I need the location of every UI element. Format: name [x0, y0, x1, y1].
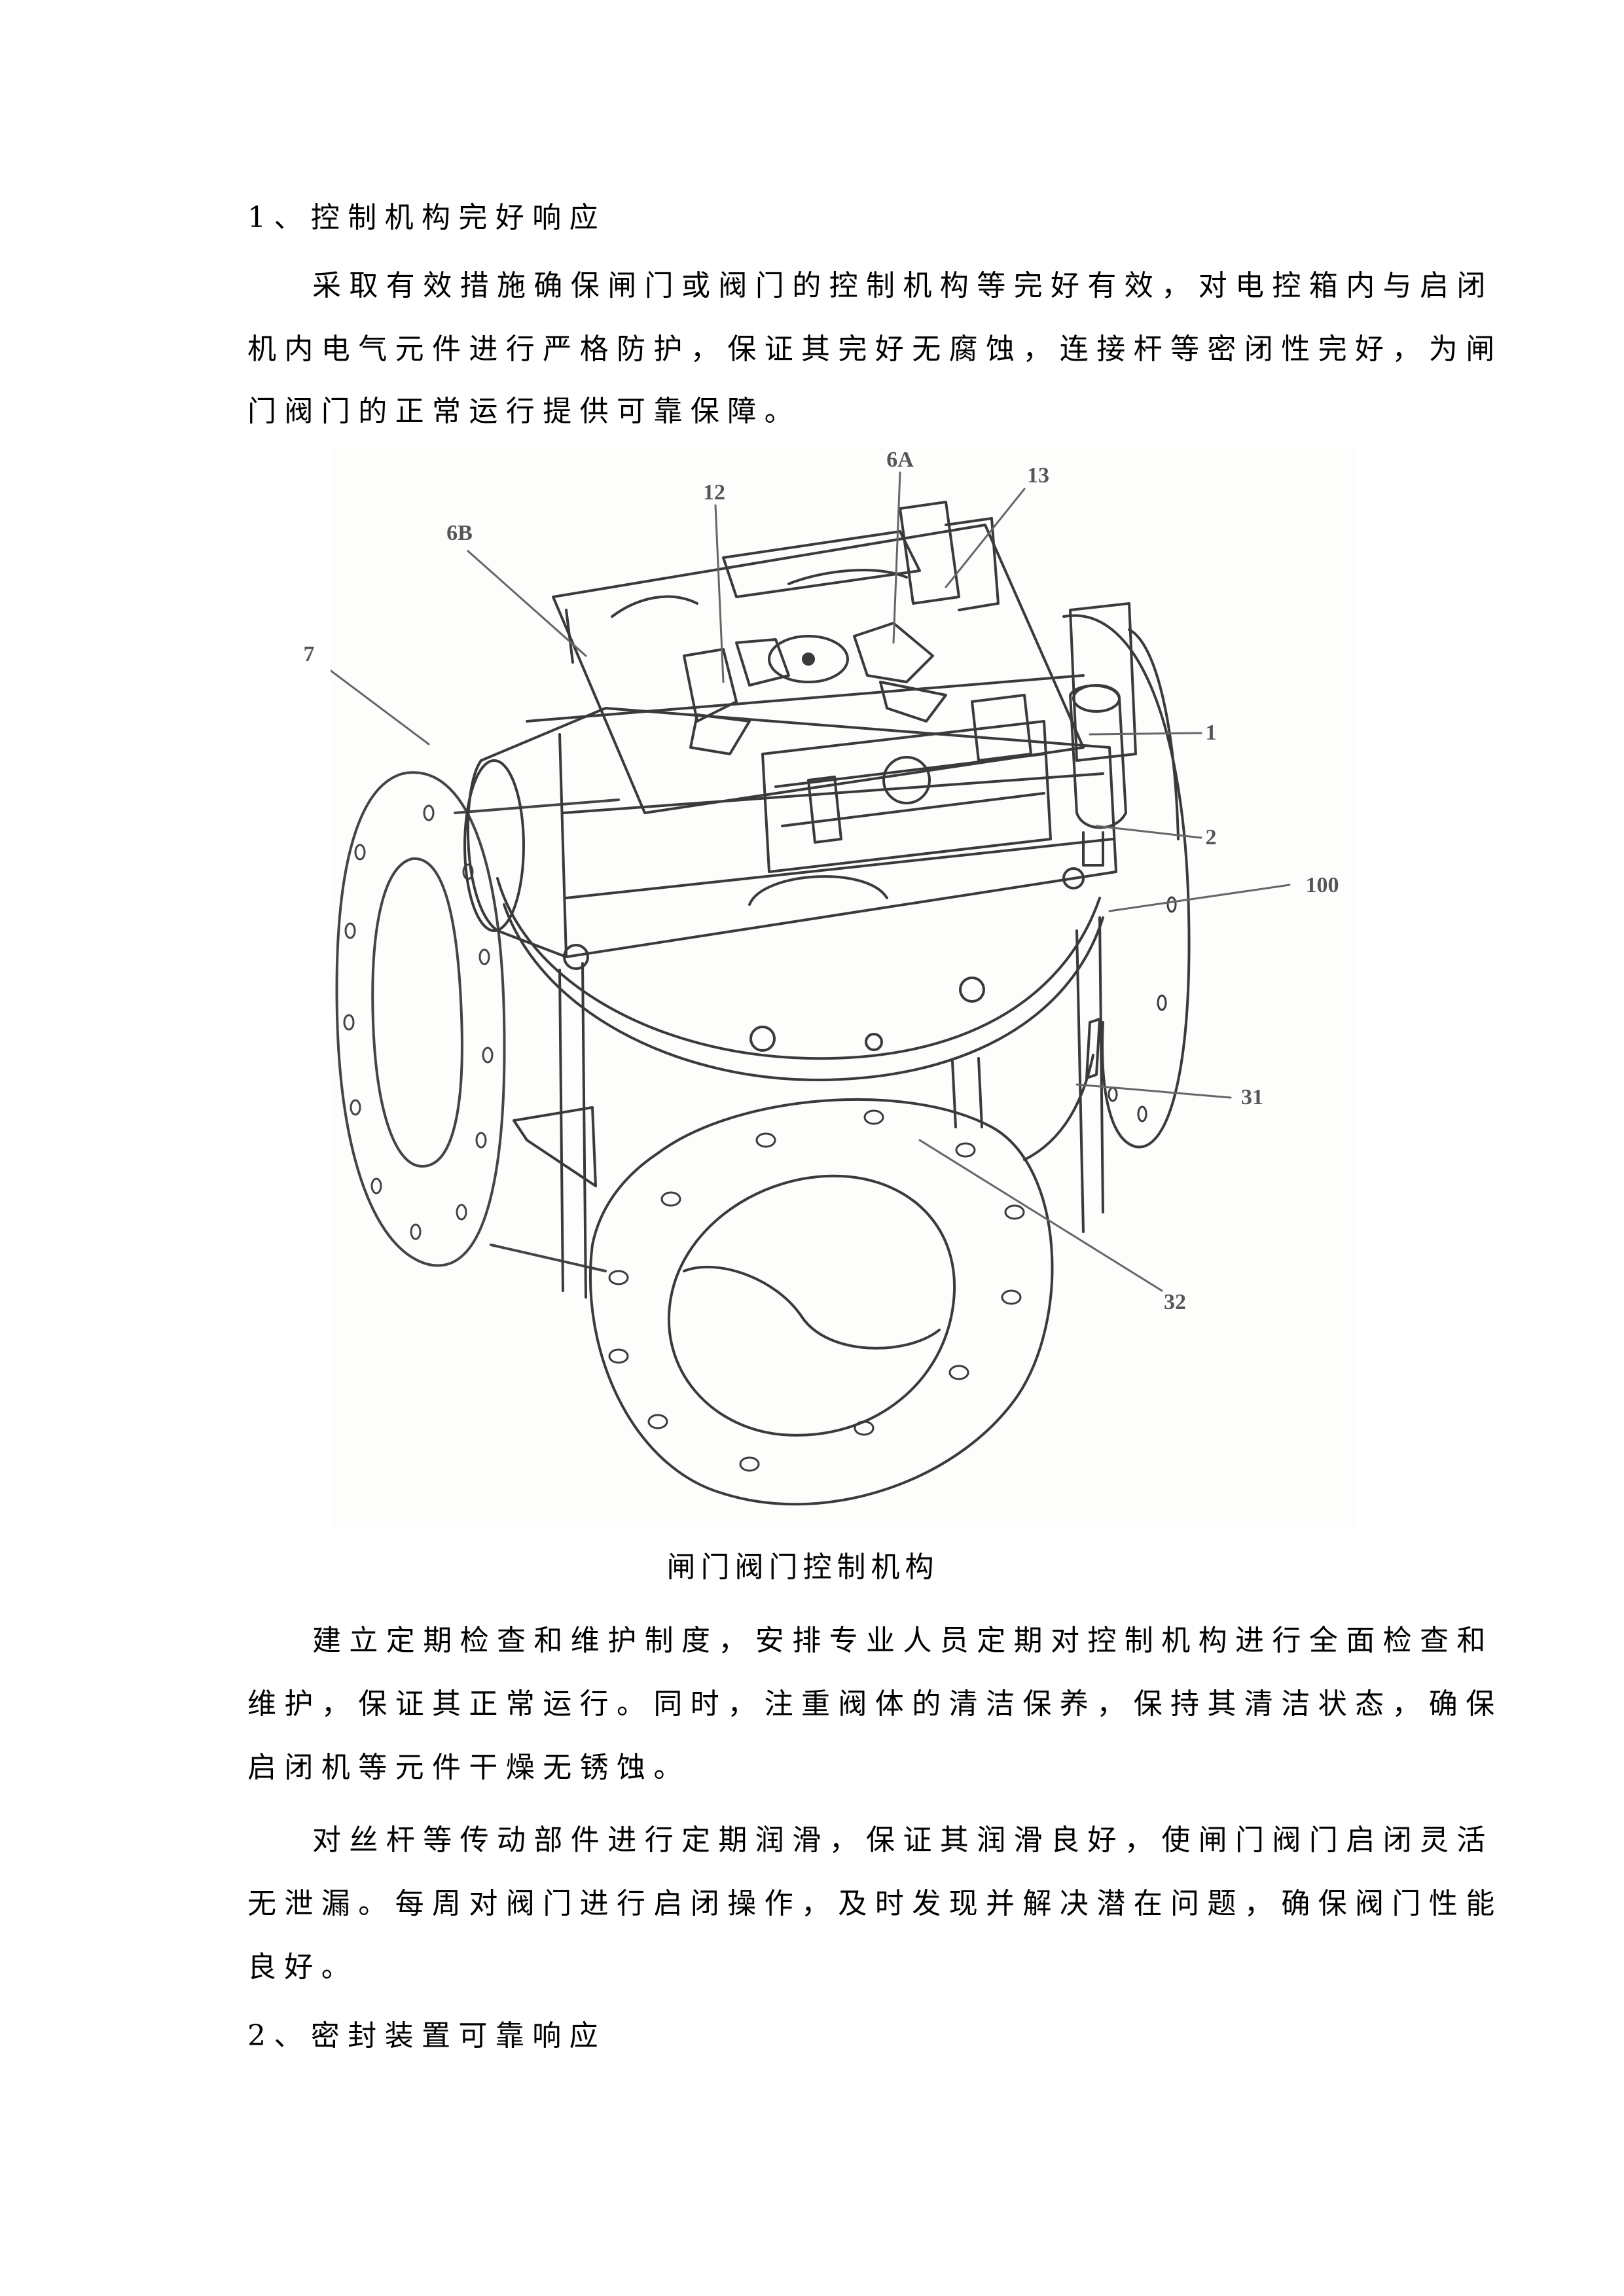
cam-assembly — [611, 530, 947, 755]
callout-label-32: 32 — [1164, 1290, 1186, 1314]
callout-label-12: 12 — [703, 480, 725, 505]
callout-label-6b: 6B — [446, 521, 473, 545]
section-heading-2: 2、密封装置可靠响应 — [247, 2019, 606, 2053]
paragraph-line: 良好。 — [247, 1950, 359, 1984]
callout-label-7-page: 7 — [303, 642, 315, 666]
left-flange — [335, 771, 620, 1272]
callout-label-1: 1 — [1205, 721, 1217, 745]
support-frame — [513, 916, 1104, 1299]
right-flange — [1062, 614, 1191, 1149]
callout-label-6a: 6A — [886, 448, 914, 472]
callout-label-100: 100 — [1305, 873, 1339, 897]
paragraph-line: 建立定期检查和维护制度，安排专业人员定期对控制机构进行全面检查和 — [312, 1624, 1494, 1657]
solenoid-manifold — [761, 694, 1052, 873]
paragraph-line: 机内电气元件进行严格防护，保证其完好无腐蚀，连接杆等密闭性完好，为闸 — [247, 332, 1503, 366]
valve-body-dome — [496, 867, 1104, 1082]
callout-label-13: 13 — [1027, 463, 1049, 488]
paragraph-line: 无泄漏。每周对阀门进行启闭操作，及时发现并解决潜在问题，确保阀门性能 — [247, 1887, 1503, 1920]
actuator-body — [463, 602, 1137, 958]
callout-leader-lines — [331, 471, 1291, 1292]
paragraph-line: 维护，保证其正常运行。同时，注重阀体的清洁保养，保持其清洁状态，确保 — [247, 1687, 1503, 1721]
front-flange — [589, 1098, 1054, 1506]
paragraph-line: 采取有效措施确保闸门或阀门的控制机构等完好有效，对电控箱内与启闭 — [312, 269, 1494, 302]
section-heading-1: 1、控制机构完好响应 — [247, 201, 606, 234]
figure-caption: 闸门阀门控制机构 — [666, 1551, 939, 1584]
valve-block-6a — [899, 501, 1000, 611]
callout-label-2: 2 — [1205, 825, 1217, 850]
filter-regulator — [1069, 684, 1127, 867]
callout-label-31: 31 — [1241, 1085, 1263, 1109]
paragraph-line: 门阀门的正常运行提供可靠保障。 — [247, 395, 801, 428]
paragraph-line: 对丝杆等传动部件进行定期润滑，保证其润滑良好，使闸门阀门启闭灵活 — [312, 1823, 1494, 1857]
top-mounting-plate — [552, 524, 1085, 814]
paragraph-line: 启闭机等元件干燥无锈蚀。 — [247, 1751, 691, 1784]
valve-control-mechanism-figure: 6A 13 12 6B 7 1 2 100 31 32 — [331, 446, 1357, 1527]
valve-drawing-illustration — [331, 471, 1291, 1506]
